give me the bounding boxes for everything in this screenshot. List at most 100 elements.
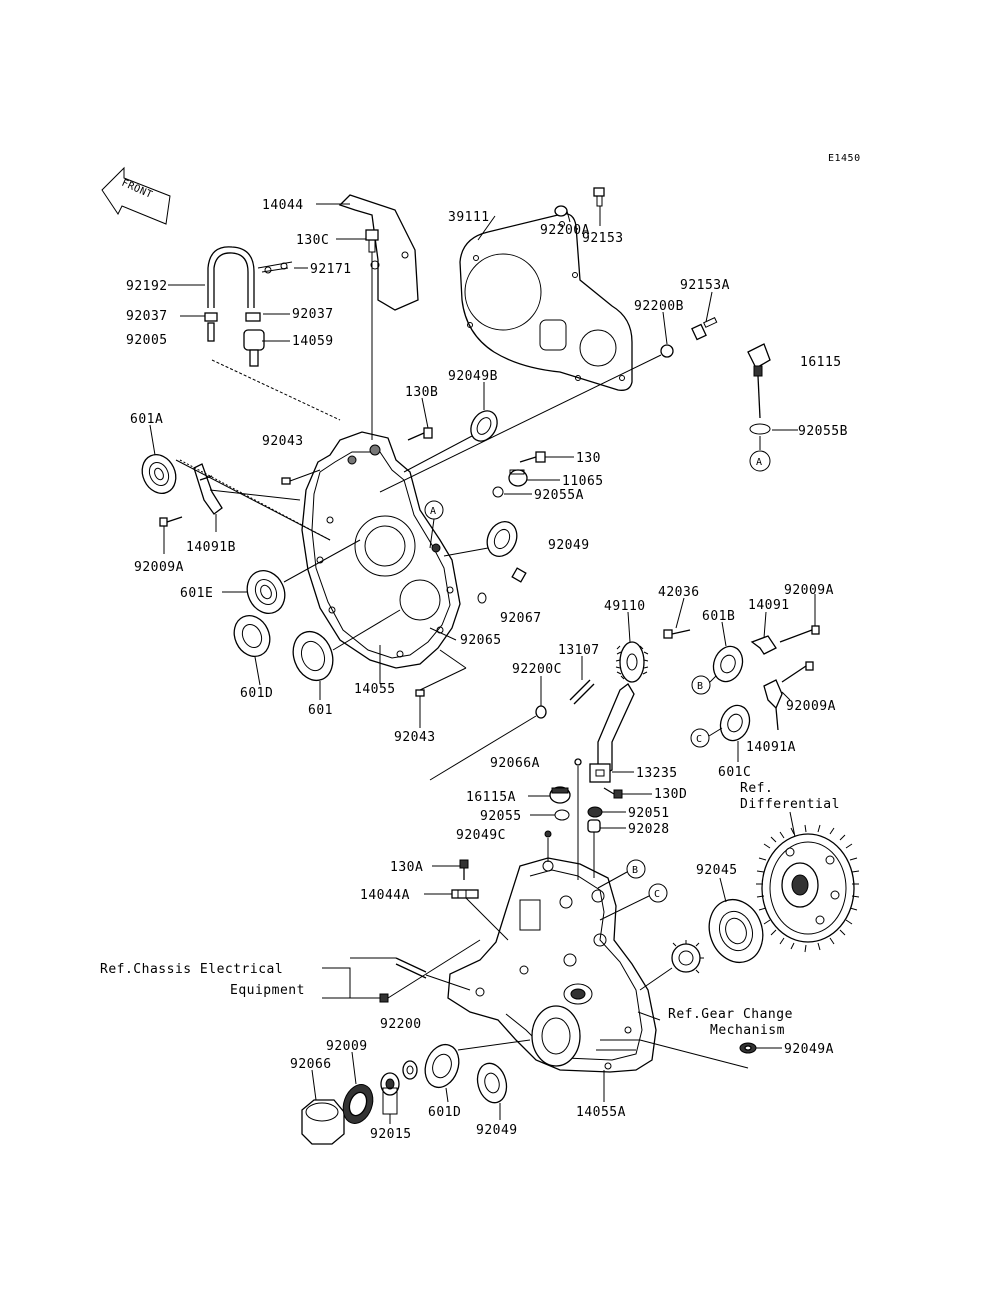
front-arrow-icon: FRONT [101, 166, 171, 225]
part-92200: 92200 [380, 1017, 422, 1032]
bearing-601B [712, 645, 744, 683]
part-92192: 92192 [126, 279, 168, 294]
part-601: 601 [308, 703, 333, 718]
part-14091A: 14091A [746, 740, 796, 755]
ref-chassis-line1: Ref.Chassis Electrical [100, 962, 283, 977]
washer-92200A [554, 205, 568, 217]
part-14055: 14055 [354, 682, 396, 697]
marker-B-mid [691, 675, 711, 695]
part-92055A: 92055A [534, 488, 584, 503]
part-14044: 14044 [262, 198, 304, 213]
ref-chassis-line2: Equipment [230, 983, 305, 998]
part-92153A: 92153A [680, 278, 730, 293]
part-13107: 13107 [558, 643, 600, 658]
cap-92066 [301, 1099, 345, 1145]
part-14091: 14091 [748, 598, 790, 613]
marker-A-top [749, 450, 771, 472]
part-130A: 130A [390, 860, 423, 875]
part-130C: 130C [296, 233, 329, 248]
dowel-92043-lower [415, 689, 425, 697]
part-92055: 92055 [480, 809, 522, 824]
bracket-14091A [763, 679, 783, 731]
part-601C: 601C [718, 765, 751, 780]
part-92200A: 92200A [540, 223, 590, 238]
ref-differential-line1: Ref. [740, 781, 773, 796]
cap-16115A [549, 786, 571, 804]
shift-lever-13235 [589, 683, 635, 783]
part-13235: 13235 [636, 766, 678, 781]
front-label: FRONT [120, 178, 154, 201]
marker-C-case [648, 883, 668, 903]
marker-A-top-label: A [756, 457, 763, 468]
part-92037-left: 92037 [126, 309, 168, 324]
part-130B: 130B [405, 385, 438, 400]
bolt-130B [407, 427, 433, 441]
seal-92049C [544, 830, 552, 838]
part-42036: 42036 [658, 585, 700, 600]
part-601E: 601E [180, 586, 213, 601]
bolt-92009A-right-bottom [781, 661, 814, 683]
part-39111: 39111 [448, 210, 490, 225]
part-92049C: 92049C [456, 828, 506, 843]
bearing-601D-upper [233, 615, 271, 657]
part-92043-lower: 92043 [394, 730, 436, 745]
marker-A-case-label: A [430, 506, 437, 517]
part-92005: 92005 [126, 333, 168, 348]
ref-gear-change-line2: Mechanism [710, 1023, 785, 1038]
part-92200B: 92200B [634, 299, 684, 314]
part-92009: 92009 [326, 1039, 368, 1054]
part-130D: 130D [654, 787, 687, 802]
seal-92009 [342, 1084, 374, 1124]
oring-92065 [477, 592, 487, 604]
part-92049-lower: 92049 [476, 1123, 518, 1138]
bearing-601C [719, 704, 751, 742]
differential-gear [756, 824, 860, 953]
part-92049A: 92049A [784, 1042, 834, 1057]
part-92066: 92066 [290, 1057, 332, 1072]
case-14055A [447, 857, 657, 1073]
bolt-92009A-left [159, 516, 183, 527]
collar-92028 [587, 819, 601, 833]
part-92153: 92153 [582, 231, 624, 246]
bolt-130A [459, 859, 469, 880]
washer-92200B [660, 344, 674, 358]
ref-differential-line2: Differential [740, 797, 840, 812]
part-92171: 92171 [310, 262, 352, 277]
part-92015: 92015 [370, 1127, 412, 1142]
marker-C-case-label: C [654, 889, 661, 900]
plug-92067 [511, 567, 527, 583]
part-92051: 92051 [628, 806, 670, 821]
marker-C-mid-label: C [696, 734, 703, 745]
stud-92200 [379, 957, 427, 1003]
bearing-small-gear [671, 940, 704, 974]
part-49110: 49110 [604, 599, 646, 614]
cap-11065 [508, 469, 528, 487]
ref-gear-change-line1: Ref.Gear Change [668, 1007, 793, 1022]
part-92067: 92067 [500, 611, 542, 626]
bolt-130 [519, 451, 546, 463]
part-16115A: 16115A [466, 790, 516, 805]
part-92055B: 92055B [798, 424, 848, 439]
part-92009A-right-bottom: 92009A [786, 699, 836, 714]
pin-92066A [574, 758, 582, 766]
marker-B-case [626, 859, 646, 879]
part-92049B: 92049B [448, 369, 498, 384]
marker-C-mid [690, 728, 710, 748]
bearing-601E [246, 570, 286, 614]
seal-92049-upper [486, 520, 518, 558]
marker-B-case-label: B [632, 865, 639, 876]
case-14055 [301, 431, 461, 669]
bolt-92009A-right-top [779, 625, 820, 643]
bracket-14044 [338, 194, 419, 311]
bracket-14091B [193, 463, 223, 515]
bolt-130D [603, 787, 623, 799]
part-92065: 92065 [460, 633, 502, 648]
oring-92055 [554, 809, 570, 821]
part-601A: 601A [130, 412, 163, 427]
oring-92055A [492, 486, 504, 498]
dowel-92043-upper [281, 477, 291, 485]
seal-92049-lower [476, 1062, 508, 1104]
marker-B-mid-label: B [697, 681, 704, 692]
part-92045: 92045 [696, 863, 738, 878]
